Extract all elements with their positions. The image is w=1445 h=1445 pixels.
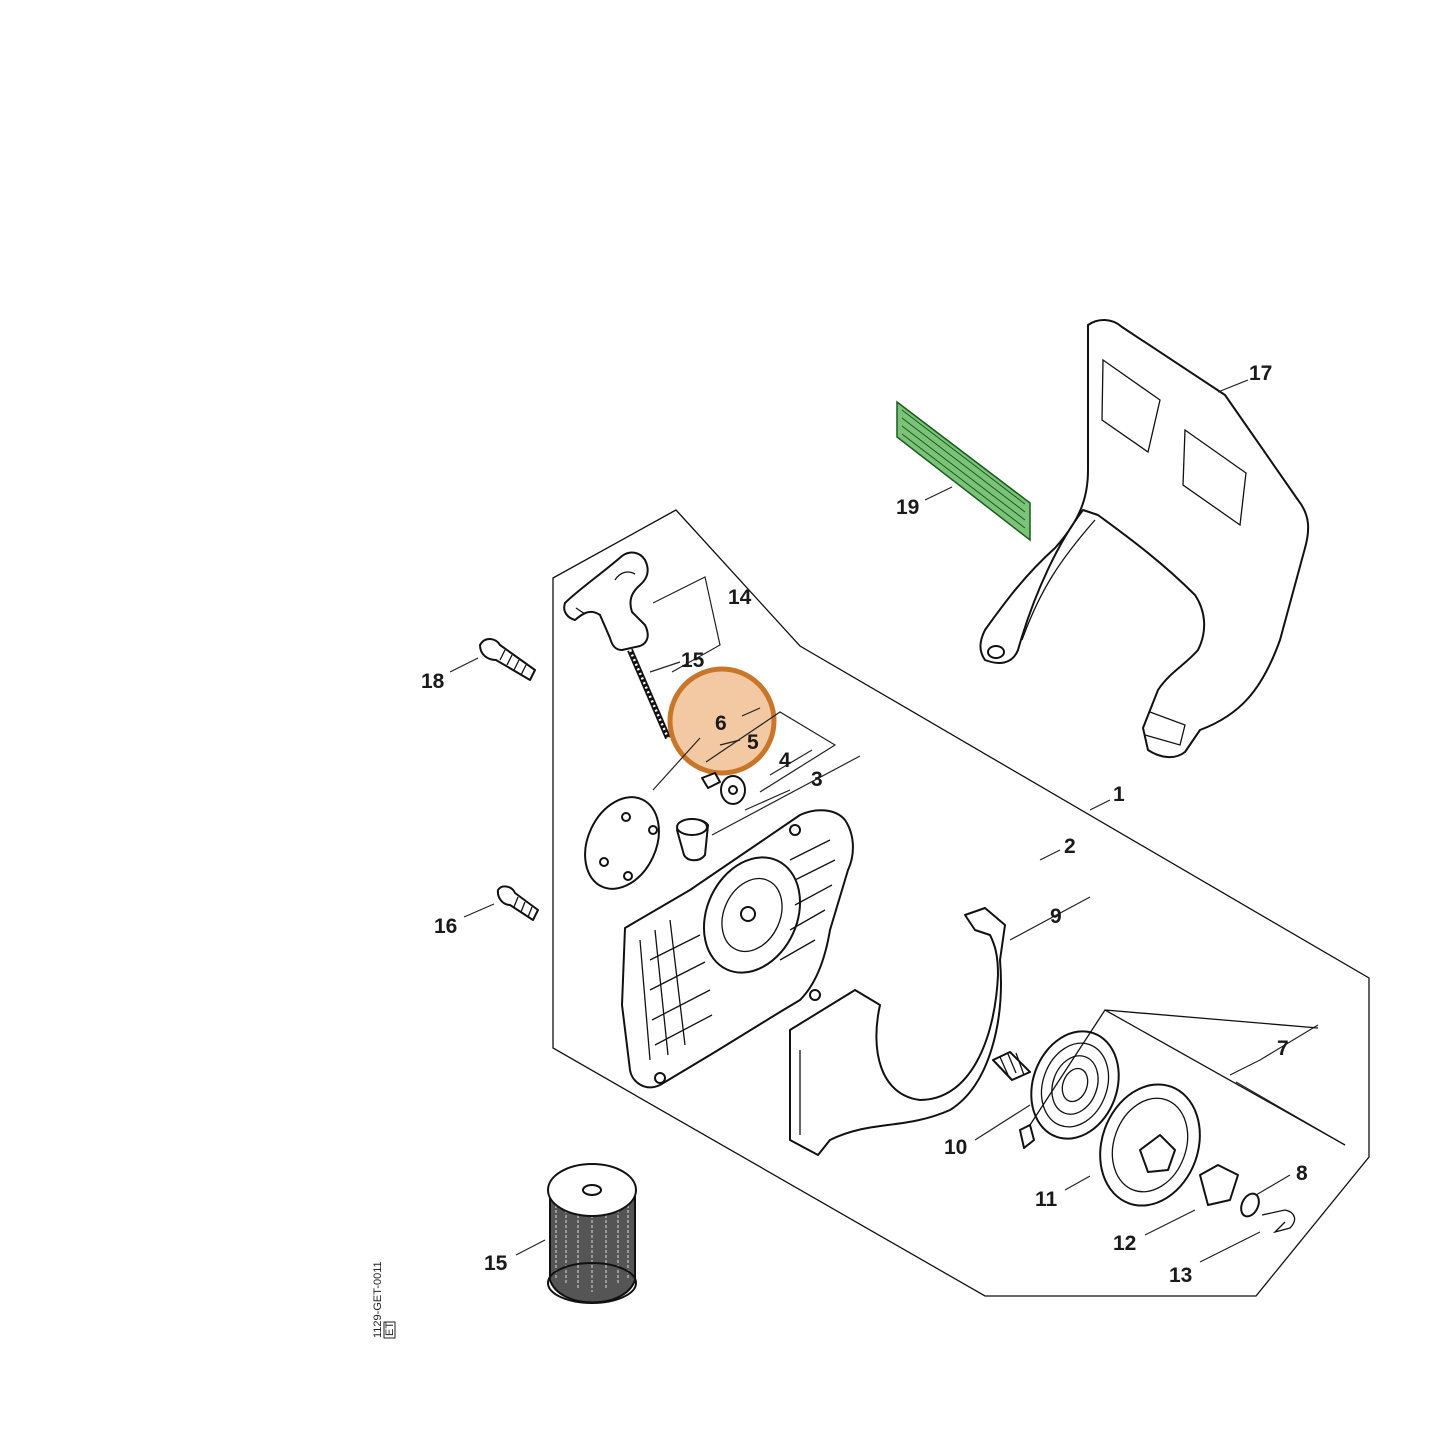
label-18[interactable]: 18 xyxy=(421,670,445,693)
hand-guard[interactable] xyxy=(979,319,1310,758)
starter-grip[interactable] xyxy=(563,551,649,651)
label-10[interactable]: 10 xyxy=(944,1136,967,1159)
screw-top[interactable] xyxy=(479,638,536,681)
highlight-circle xyxy=(667,666,777,776)
label-15-spool[interactable]: 15 xyxy=(484,1252,508,1275)
assembly-outline xyxy=(552,509,1370,1297)
svg-text:1129-GET-0011: 1129-GET-0011 xyxy=(372,1261,384,1338)
label-13[interactable]: 13 xyxy=(1169,1264,1192,1287)
label-6[interactable]: 6 xyxy=(715,712,727,735)
label-5[interactable]: 5 xyxy=(747,731,759,754)
screw-bottom[interactable] xyxy=(496,885,539,921)
label-7[interactable]: 7 xyxy=(1277,1037,1289,1060)
label-1[interactable]: 1 xyxy=(1113,783,1125,806)
label-8[interactable]: 8 xyxy=(1296,1162,1308,1185)
label-16[interactable]: 16 xyxy=(434,915,457,938)
spring-clip[interactable] xyxy=(1238,1191,1296,1234)
rope-rotor[interactable] xyxy=(1084,1070,1217,1219)
starter-rope-short[interactable] xyxy=(627,648,671,740)
rewind-spring[interactable] xyxy=(1017,1019,1134,1151)
cover-disc[interactable] xyxy=(571,785,673,901)
label-14[interactable]: 14 xyxy=(728,586,752,609)
label-19[interactable]: 19 xyxy=(896,496,919,519)
label-11[interactable]: 11 xyxy=(1035,1188,1058,1211)
label-12[interactable]: 12 xyxy=(1113,1232,1136,1255)
washer[interactable] xyxy=(720,775,746,805)
label-2[interactable]: 2 xyxy=(1064,835,1076,858)
pawl[interactable] xyxy=(1199,1164,1239,1206)
label-15-rope[interactable]: 15 xyxy=(681,649,705,672)
label-17[interactable]: 17 xyxy=(1249,362,1272,385)
drawing-code: 1129-GET-0011 ET xyxy=(372,1261,396,1339)
spring-housing[interactable] xyxy=(789,907,1006,1156)
rope-spool[interactable] xyxy=(547,1163,637,1304)
label-9[interactable]: 9 xyxy=(1050,905,1062,928)
svg-text:ET: ET xyxy=(384,1322,396,1336)
label-sticker[interactable] xyxy=(896,400,1031,542)
bushing[interactable] xyxy=(676,818,709,862)
label-4[interactable]: 4 xyxy=(779,749,791,772)
label-3[interactable]: 3 xyxy=(811,768,823,791)
fan-housing[interactable] xyxy=(621,809,854,1089)
spring-washer[interactable] xyxy=(701,772,721,789)
callout-labels: 1 2 3 4 5 6 7 8 9 10 11 12 13 14 15 15 1… xyxy=(421,362,1308,1287)
leader-lines xyxy=(449,379,1346,1263)
collar-screw[interactable] xyxy=(992,1051,1031,1081)
